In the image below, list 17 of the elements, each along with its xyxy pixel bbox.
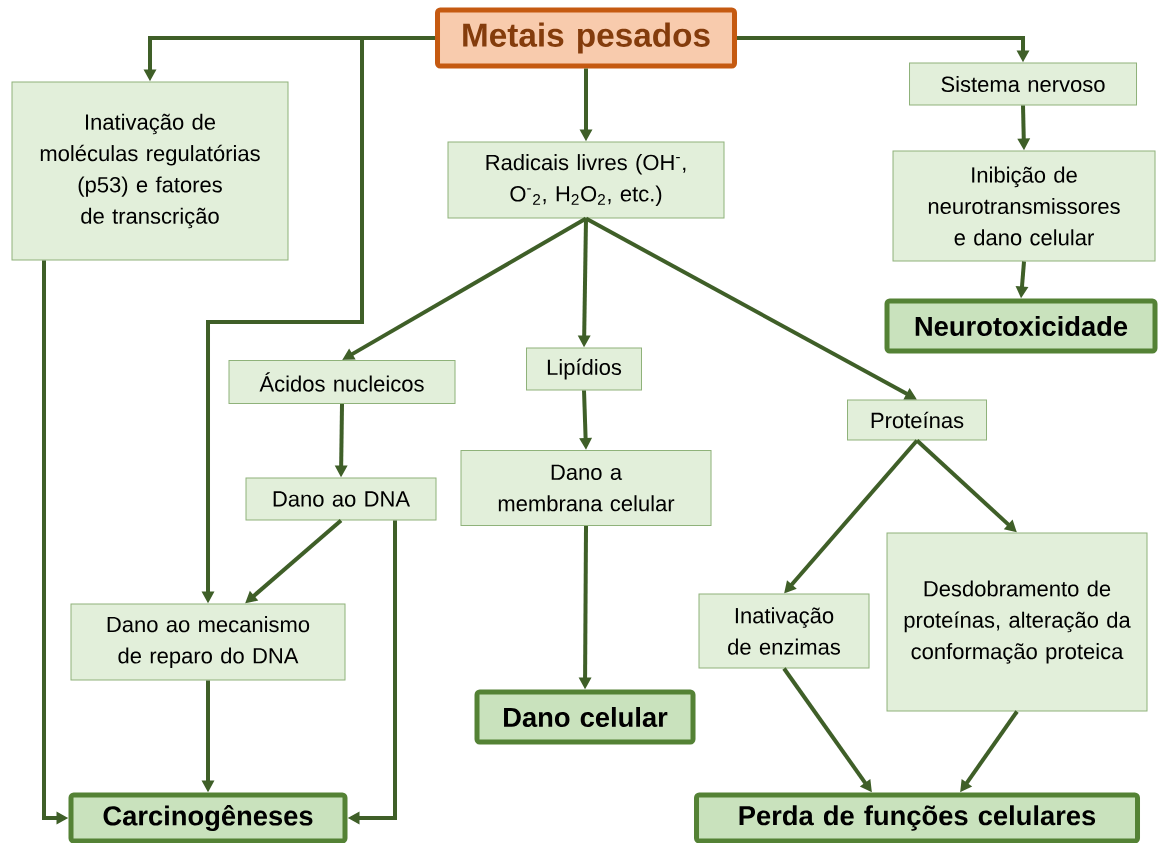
outcome-box: Dano celular: [474, 689, 696, 745]
process-box: Lipídios: [526, 347, 642, 391]
outcome-box: Perda de funções celulares: [694, 792, 1140, 843]
process-box: Dano a membrana celular: [460, 450, 712, 526]
process-box: Sistema nervoso: [909, 62, 1137, 106]
process-box: Inibição de neurotransmissores e dano celular: [892, 150, 1156, 262]
process-box: Inativação de moléculas regulatórias (p53) e fatores de transcrição: [11, 81, 289, 261]
heading-box: Metais pesados: [435, 7, 737, 69]
process-box: Proteínas: [847, 399, 987, 441]
outcome-box: Neurotoxicidade: [884, 298, 1158, 354]
process-box: Ácidos nucleicos: [228, 360, 456, 404]
process-box: Inativação de enzimas: [698, 593, 870, 669]
process-box: Radicais livres (OH$^{-}$, O$^{-}$$_{2}$, H$_{2}$O$_{2}$, etc.): [447, 141, 725, 219]
process-box: Dano ao DNA: [245, 477, 437, 521]
process-box: Dano ao mecanismo de reparo do DNA: [70, 603, 346, 681]
outcome-box: Carcinogêneses: [68, 792, 348, 843]
process-box: Desdobramento de proteínas, alteração da conformação proteica: [886, 532, 1148, 712]
